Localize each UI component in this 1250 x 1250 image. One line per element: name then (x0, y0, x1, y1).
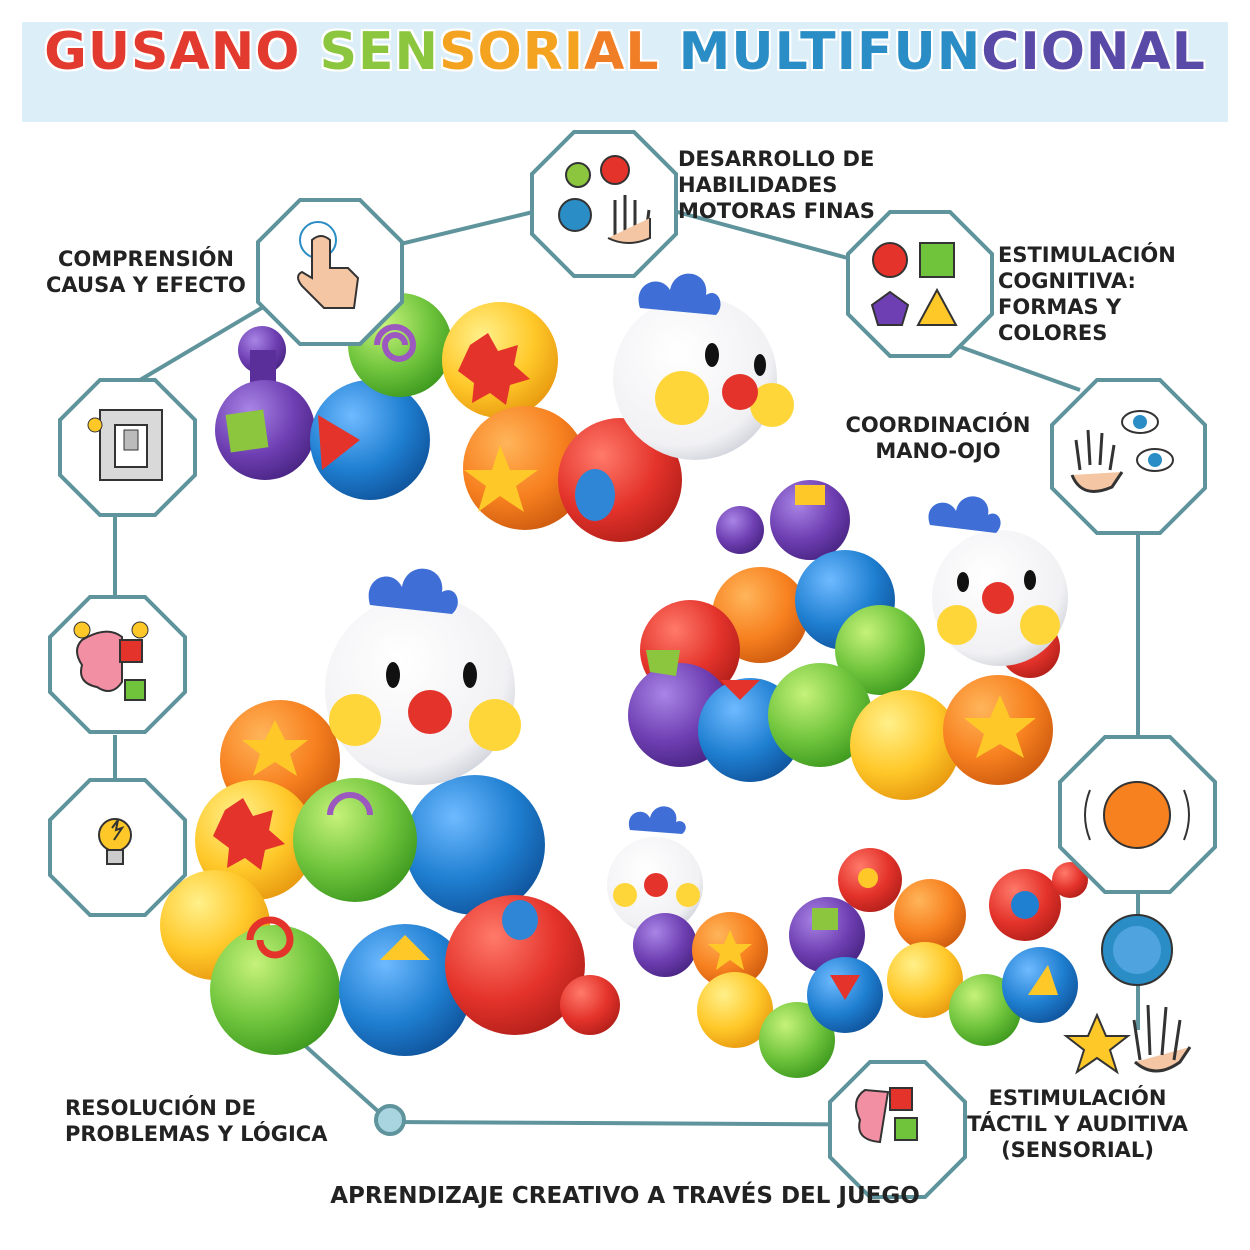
brain-puzzle-icon (48, 595, 187, 734)
label-coordination: COORDINACIÓN MANO-OJO (845, 413, 1031, 463)
footer-tagline: APRENDIZAJE CREATIVO A TRAVÉS DEL JUEGO (330, 1183, 920, 1209)
caterpillar-top (215, 273, 794, 542)
light-switch-icon (58, 378, 197, 517)
touch-finger-icon (256, 198, 404, 346)
texture-ball-icon (1058, 735, 1217, 894)
caterpillar-bottom (607, 806, 1088, 1078)
label-problem-solving: RESOLUCIÓN DE PROBLEMAS Y LÓGICA (65, 1096, 328, 1146)
frame-node (374, 1104, 406, 1136)
title-banner (22, 22, 1228, 122)
star-hand-icon (1063, 1004, 1192, 1075)
caterpillar-right (628, 480, 1068, 800)
page-title: GUSANO SENSORIAL MULTIFUNCIONAL (44, 22, 1206, 82)
hand-eyes-icon (1050, 378, 1207, 535)
gears-hand-icon (530, 130, 678, 278)
label-motor-skills: DESARROLLO DE HABILIDADES MOTORAS FINAS (678, 147, 875, 223)
label-cognitive: ESTIMULACIÓN COGNITIVA: FORMAS Y COLORES (998, 243, 1176, 345)
shapes-icon (846, 210, 994, 358)
caterpillar-stack (160, 568, 620, 1056)
brain-puzzle-small-icon (828, 1060, 967, 1199)
lightbulb-icon (48, 778, 187, 917)
label-tactile: ESTIMULACIÓN TÁCTIL Y AUDITIVA (SENSORIA… (967, 1086, 1188, 1162)
sensory-ball-icon (1101, 914, 1173, 986)
label-cause-effect: COMPRENSIÓN CAUSA Y EFECTO (46, 247, 246, 297)
